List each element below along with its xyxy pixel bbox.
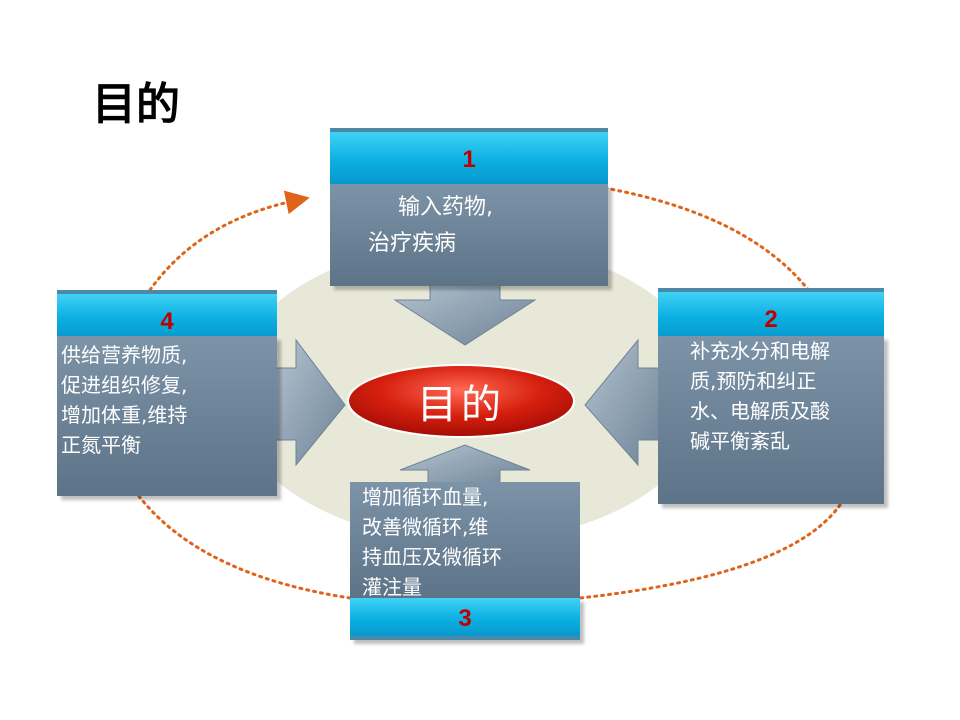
step-1-line: 输入药物, [398,195,493,220]
center-oval [347,364,575,438]
step-4-line: 促进组织修复, [61,373,188,397]
step-2-line: 水、电解质及酸 [690,399,830,423]
step-3-line: 增加循环血量, [362,485,489,509]
step-box-3: 增加循环血量, 改善微循环,维 持血压及微循环 灌注量 3 [350,482,580,640]
step-4-line: 供给营养物质, [61,343,188,367]
page-title: 目的 [92,79,180,130]
arrow-right-icon [275,338,346,467]
cycle-ring-lower-left [136,493,352,600]
cycle-ring-upper-right [603,186,812,294]
step-number-1: 1 [330,128,608,184]
step-box-2: 2 补充水分和电解 质,预防和纠正 水、电解质及酸 碱平衡紊乱 [658,288,884,504]
step-box-4: 4 供给营养物质, 促进组织修复, 增加体重,维持 正氮平衡 [57,290,277,496]
cycle-ring-lower-right [578,503,842,600]
step-text-3: 增加循环血量, 改善微循环,维 持血压及微循环 灌注量 [350,482,580,599]
step-1-line: 治疗疾病 [368,231,457,256]
step-3-line: 持血压及微循环 [362,545,502,569]
step-4-line: 正氮平衡 [61,433,141,457]
step-text-1: 输入药物, 治疗疾病 [330,184,608,286]
step-3-line: 灌注量 [362,575,422,599]
step-number-2: 2 [658,288,884,338]
cycle-ring-upper-left [148,190,310,292]
step-2-line: 补充水分和电解 [690,339,830,363]
arrow-left-icon [584,338,661,467]
step-2-line: 质,预防和纠正 [690,369,817,393]
step-text-4: 供给营养物质, 促进组织修复, 增加体重,维持 正氮平衡 [57,336,277,496]
step-number-4: 4 [57,290,277,338]
step-3-line: 改善微循环,维 [362,515,489,539]
step-text-2: 补充水分和电解 质,预防和纠正 水、电解质及酸 碱平衡紊乱 [658,336,884,504]
step-2-line: 碱平衡紊乱 [690,429,790,453]
step-4-line: 增加体重,维持 [61,403,188,427]
step-number-3: 3 [350,598,580,640]
center-label: 目的 [417,382,505,428]
step-box-1: 1 输入药物, 治疗疾病 [330,128,608,286]
